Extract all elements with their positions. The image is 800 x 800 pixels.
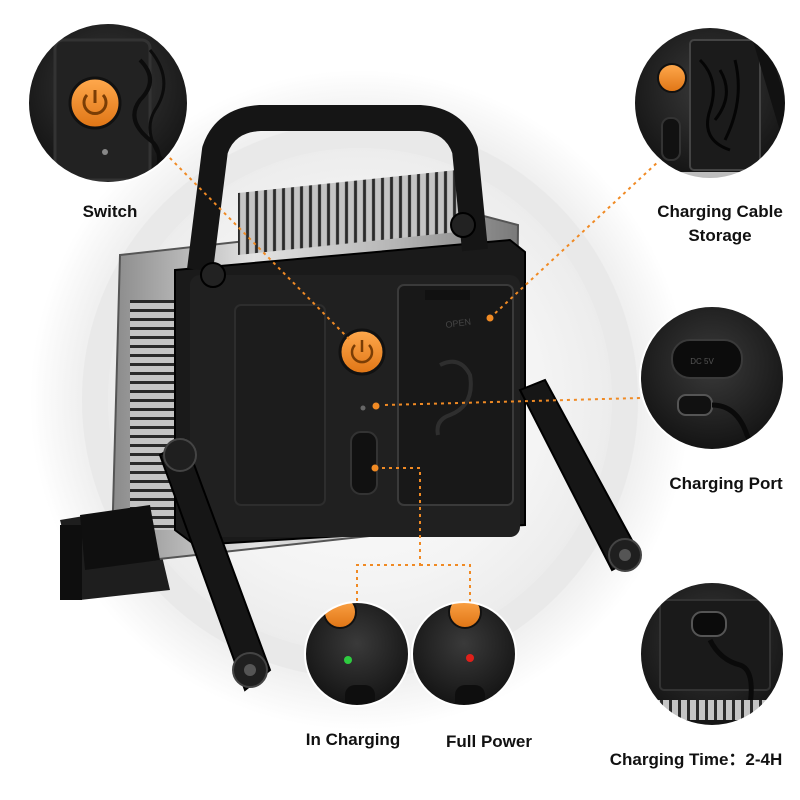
zoom-full-power: [411, 601, 517, 707]
zoom-in-charging: [304, 601, 410, 707]
leader-lines: [159, 147, 661, 602]
cable-storage-label-line2: Storage: [688, 226, 752, 245]
in-charging-label: In Charging: [305, 730, 401, 749]
zoom-switch: [27, 22, 189, 184]
work-light-body: OPEN: [60, 105, 642, 692]
cable-storage-label: Charging Cable Storage: [640, 200, 800, 248]
indicator-green: [344, 656, 352, 664]
body-charging-port: [350, 431, 378, 495]
charging-port-label: Charging Port: [669, 474, 783, 493]
open-marking: OPEN: [445, 317, 472, 330]
switch-label: Switch: [82, 202, 138, 221]
zoom-cable-storage: [633, 26, 787, 180]
zoom-charging-time: [639, 581, 785, 727]
cable-storage-label-line1: Charging Cable: [657, 202, 783, 221]
full-power-label: Full Power: [446, 732, 532, 751]
indicator-red: [466, 654, 474, 662]
carry-handle: [187, 105, 488, 272]
port-marking: DC 5V: [690, 357, 714, 366]
charging-time-label: Charging Time：2-4H: [609, 750, 783, 769]
zoom-charging-port: DC 5V: [639, 305, 785, 451]
